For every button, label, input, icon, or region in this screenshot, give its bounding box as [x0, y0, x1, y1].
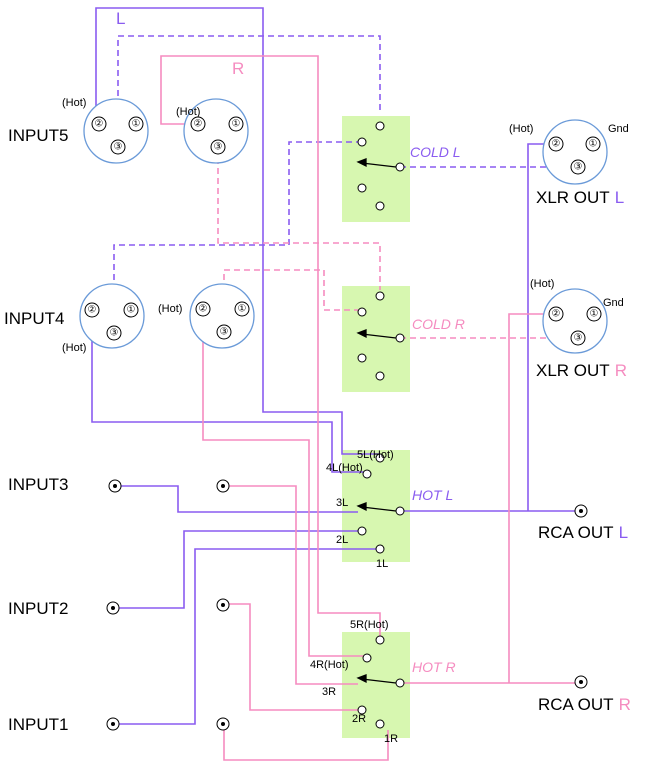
pin-label: ② [88, 305, 97, 316]
hot-label-input5-right: (Hot) [176, 106, 200, 118]
pin-label: ② [552, 139, 561, 150]
pin-label: ③ [220, 327, 229, 338]
pin-label: ① [232, 119, 241, 130]
pin-label: ② [199, 304, 208, 315]
xlr-input5-left[interactable]: ② ① ③ [83, 98, 149, 164]
switch-label-hot-r: HOT R [412, 659, 456, 675]
right-channel-wires [160, 55, 578, 761]
pin-label: ③ [574, 333, 583, 344]
contact-label-1l: 1L [376, 558, 388, 570]
contact-label-3r: 3R [322, 686, 336, 698]
xlr-output-right[interactable]: ② ① ③ [542, 288, 608, 354]
rca-input2-right[interactable] [216, 598, 230, 612]
pin-label: ① [238, 304, 247, 315]
xlr-input4-left[interactable]: ② ① ③ [79, 283, 145, 349]
hot-label-input4-left: (Hot) [62, 342, 86, 354]
hot-label-xlr-out-right: (Hot) [530, 278, 554, 290]
rca-input3-right[interactable] [216, 479, 230, 493]
input5-label: INPUT5 [8, 126, 68, 145]
rca-input1-left[interactable] [106, 717, 120, 731]
rca-input1-right[interactable] [216, 717, 230, 731]
pin-label: ③ [110, 328, 119, 339]
contact-label-5r: 5R(Hot) [350, 619, 389, 631]
contact-label-4l: 4L(Hot) [326, 462, 363, 474]
pin-label: ② [194, 119, 203, 130]
contact-label-5l: 5L(Hot) [357, 449, 394, 461]
left-channel-cold-wires [113, 35, 578, 330]
pin-label: ① [127, 305, 136, 316]
hot-label-xlr-out-left: (Hot) [509, 123, 533, 135]
pin-label: ① [589, 139, 598, 150]
contact-label-2l: 2L [336, 534, 348, 546]
switch-box-hot-l[interactable] [342, 450, 410, 562]
input3-label: INPUT3 [8, 475, 68, 494]
switch-lever-cold-l[interactable] [356, 158, 397, 168]
rca-output-left[interactable] [574, 504, 588, 518]
channel-label-right: R [232, 59, 244, 78]
contact-label-1r: 1R [384, 733, 398, 745]
contact-label-3l: 3L [336, 497, 348, 509]
xlr-input4-right[interactable]: ② ① ③ [189, 283, 255, 349]
pin-label: ③ [214, 142, 223, 153]
pin-label: ① [132, 119, 141, 130]
gnd-label-xlr-out-left: Gnd [608, 123, 629, 135]
input4-label: INPUT4 [4, 309, 64, 328]
switch-contacts-hot-l [357, 453, 405, 554]
switch-lever-hot-r[interactable] [356, 674, 397, 684]
pin-label: ② [95, 119, 104, 130]
left-channel-wires [91, 7, 578, 725]
pin-label: ③ [574, 162, 583, 173]
hot-label-input5-left: (Hot) [62, 97, 86, 109]
switch-contacts-cold-r [357, 291, 405, 381]
switch-label-cold-l: COLD L [410, 144, 461, 160]
pin-label: ① [590, 309, 599, 320]
contact-label-4r: 4R(Hot) [310, 659, 349, 671]
xlr-input5-right[interactable]: ② ① ③ [183, 98, 249, 164]
switch-label-hot-l: HOT L [412, 487, 453, 503]
input2-label: INPUT2 [8, 599, 68, 618]
input1-label: INPUT1 [8, 715, 68, 734]
switch-lever-hot-l[interactable] [356, 502, 397, 512]
rca-input3-left[interactable] [108, 479, 122, 493]
contact-label-2r: 2R [352, 713, 366, 725]
rca-input2-left[interactable] [106, 601, 120, 615]
switch-lever-cold-r[interactable] [356, 329, 397, 339]
hot-label-input4-right: (Hot) [158, 303, 182, 315]
switch-label-cold-r: COLD R [412, 316, 465, 332]
channel-label-left: L [116, 9, 125, 28]
gnd-label-xlr-out-right: Gnd [603, 297, 624, 309]
pin-label: ③ [114, 142, 123, 153]
pin-label: ② [552, 309, 561, 320]
rca-output-right[interactable] [574, 675, 588, 689]
switch-contacts-cold-l [357, 121, 405, 211]
xlr-output-left[interactable]: ② ① ③ [542, 119, 608, 185]
